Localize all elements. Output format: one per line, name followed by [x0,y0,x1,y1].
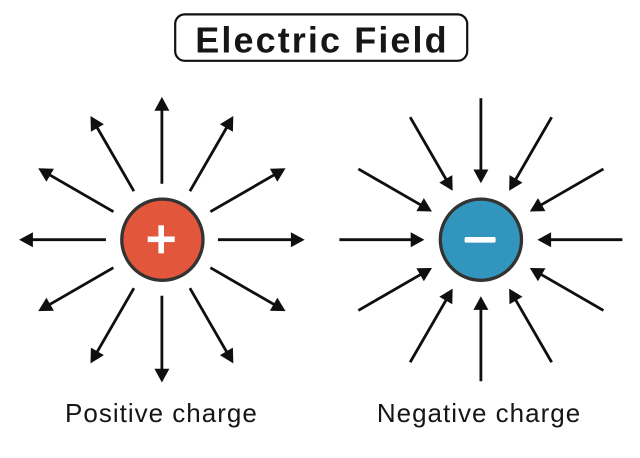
svg-text:Electric Field: Electric Field [195,20,449,61]
svg-text:Positive charge: Positive charge [65,398,258,428]
svg-text:Negative charge: Negative charge [377,398,581,428]
